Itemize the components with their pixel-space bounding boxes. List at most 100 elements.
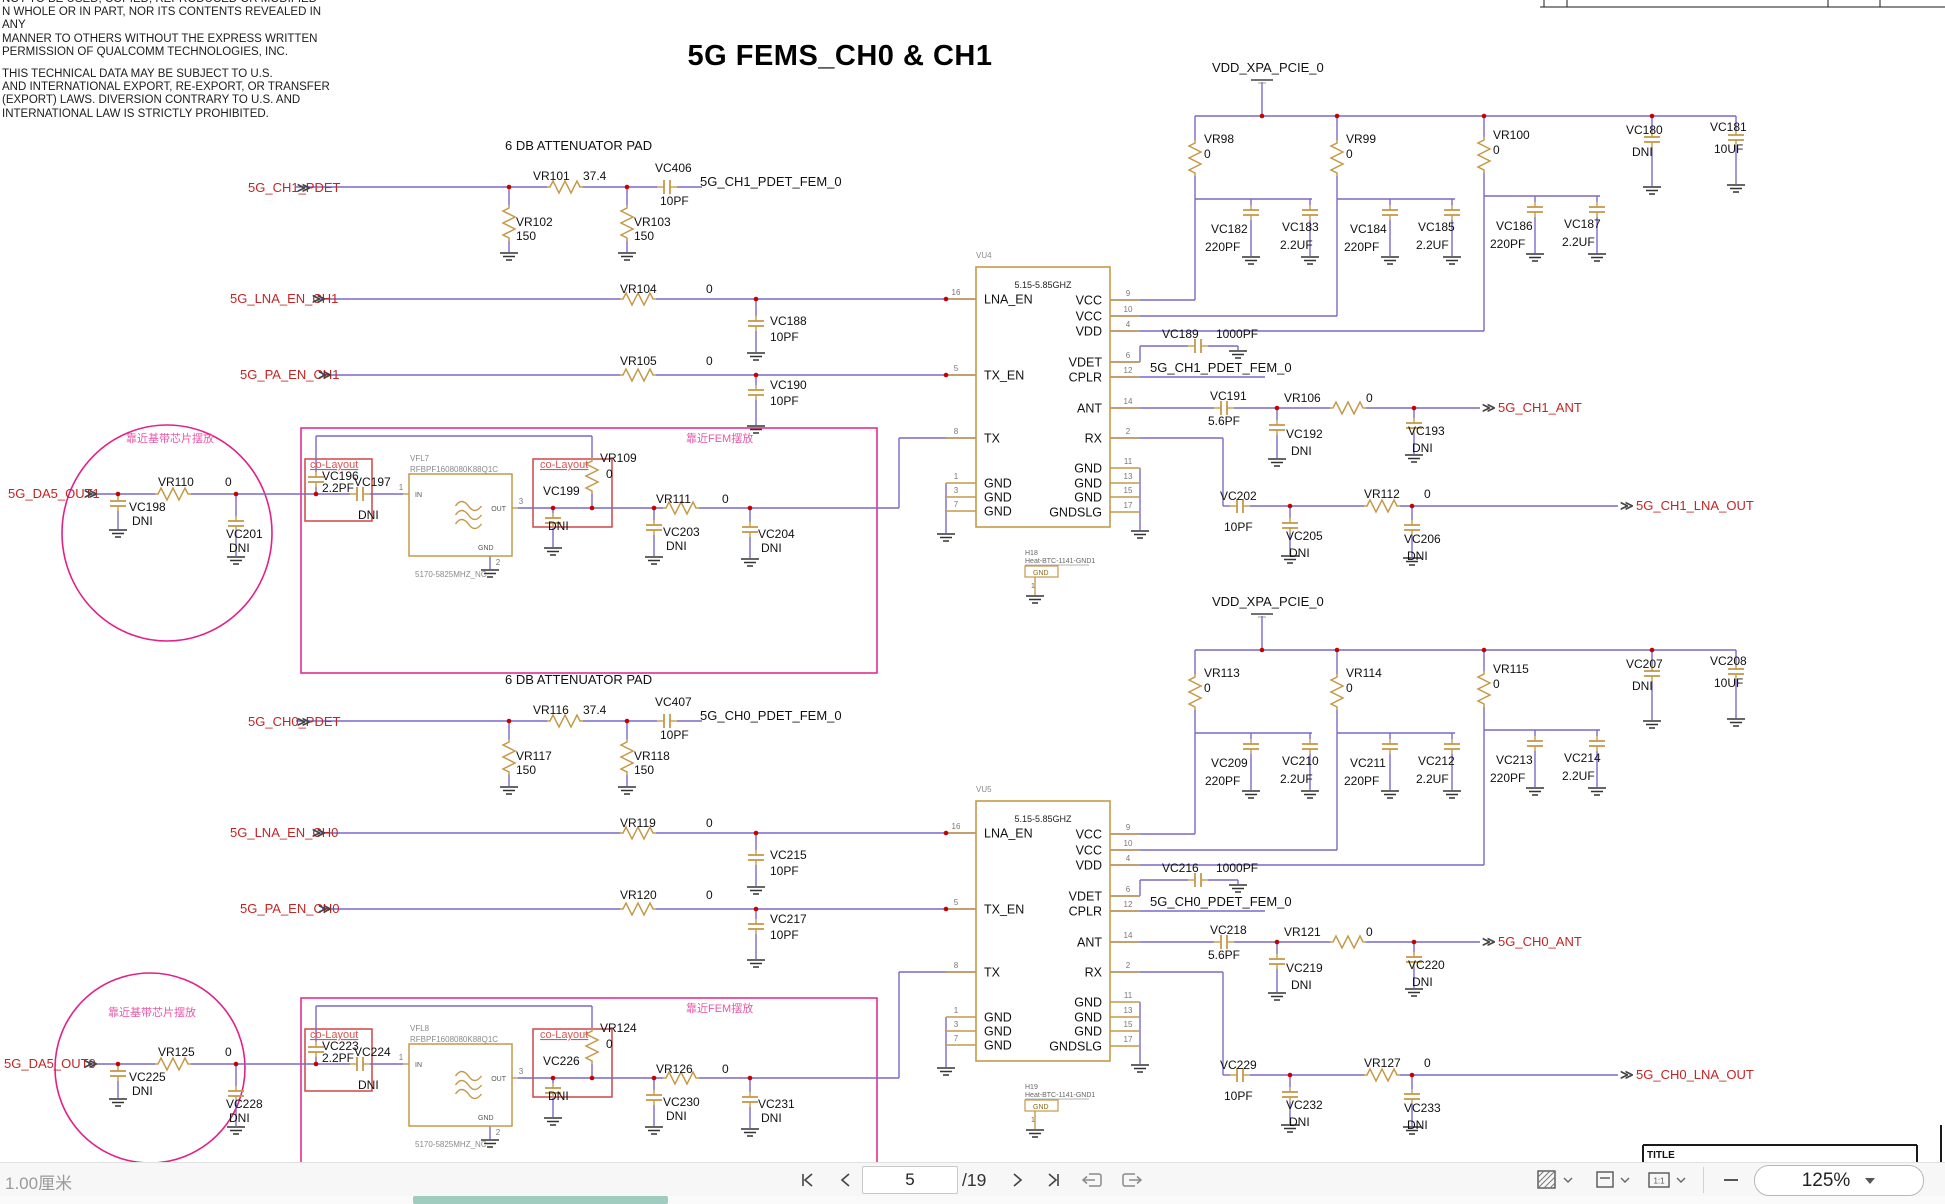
schematic-label: VC191 [1210, 389, 1247, 403]
schematic-label: DNI [1291, 444, 1312, 458]
resistor-VR105 [620, 367, 656, 383]
pin-name: LNA_EN [984, 827, 1033, 841]
junction-dot [313, 1061, 319, 1067]
schematic-label: VC181 [1710, 120, 1747, 134]
schematic-label: 5G_CH0_LNA_OUT [1636, 1067, 1754, 1082]
schematic-label: VR126 [656, 1062, 693, 1076]
horizontal-scrollbar[interactable] [0, 1196, 1945, 1204]
chevron-down-icon [1563, 1177, 1573, 1183]
schematic-label: 5G_CH0_PDET_FEM_0 [700, 708, 842, 723]
schematic-label: 靠近基带芯片摆放 [126, 431, 214, 445]
pin-name: LNA_EN [984, 293, 1033, 307]
pin-name: VDET [1069, 890, 1103, 904]
filter-pin-label: 2 [496, 558, 501, 567]
background-style-button[interactable] [1534, 1168, 1560, 1192]
fit-width-button[interactable] [1592, 1168, 1618, 1192]
filter-pin-label: IN [415, 492, 422, 499]
schematic-label: 37.4 [583, 703, 607, 717]
schematic-label: VFL8 [410, 1024, 430, 1033]
previous-view-button[interactable] [1080, 1168, 1106, 1192]
pin-number: 14 [1124, 931, 1133, 940]
pin-name: GND [1074, 1025, 1102, 1039]
next-view-button[interactable] [1118, 1168, 1144, 1192]
resistor-VR110 [155, 486, 191, 502]
schematic-label: DNI [666, 1109, 687, 1123]
junction-dot [1411, 939, 1417, 945]
zoom-level-control[interactable]: 125% [1754, 1165, 1924, 1196]
legal-line: INTERNATIONAL LAW IS STRICTLY PROHIBITED… [2, 107, 269, 120]
first-page-button[interactable] [796, 1168, 822, 1192]
pin-number: 7 [954, 500, 959, 509]
schematic-label: 150 [634, 763, 654, 777]
junction-dot [589, 505, 595, 511]
junction-dot [1481, 113, 1487, 119]
schematic-label: DNI [1412, 441, 1433, 455]
colayout-box [532, 1028, 613, 1098]
schematic-label: 150 [634, 229, 654, 243]
placement-note-circle [61, 424, 273, 642]
page-number-input[interactable] [862, 1166, 958, 1194]
schematic-label: 0 [1424, 1056, 1431, 1070]
schematic-label: VC183 [1282, 220, 1319, 234]
pin-name: GND [984, 505, 1012, 519]
schematic-label: VC184 [1350, 222, 1387, 236]
resistor-VR127 [1364, 1067, 1400, 1083]
next-view-icon [1122, 1173, 1143, 1187]
scrollbar-thumb[interactable] [413, 1196, 668, 1204]
schematic-label: VC208 [1710, 654, 1747, 668]
resistor-VR118 [619, 739, 635, 775]
schematic-label: VR109 [600, 451, 637, 465]
junction-dot [1411, 405, 1417, 411]
one-to-one-icon: 1:1 [1648, 1172, 1670, 1188]
zoom-out-button[interactable] [1718, 1168, 1744, 1192]
fit-width-dropdown[interactable] [1617, 1168, 1633, 1192]
schematic-label: DNI [761, 541, 782, 555]
schematic-label: VC220 [1408, 958, 1445, 972]
schematic-label: ≫ [312, 825, 326, 840]
pin-number: 1 [954, 1006, 959, 1015]
resistor-VR100 [1476, 137, 1492, 173]
schematic-label: 10PF [770, 864, 799, 878]
schematic-label: 10UF [1714, 142, 1743, 156]
last-page-button[interactable] [1040, 1168, 1066, 1192]
page-total-label: /19 [962, 1170, 987, 1190]
schematic-label: 0 [706, 282, 713, 296]
schematic-label: co-Layout [540, 1029, 588, 1041]
actual-size-button[interactable]: 1:1 [1646, 1168, 1672, 1192]
filter-pin-label: OUT [491, 506, 507, 513]
next-page-button[interactable] [1004, 1168, 1030, 1192]
junction-dot [1649, 647, 1655, 653]
pin-number: 12 [1124, 900, 1133, 909]
background-style-dropdown[interactable] [1560, 1168, 1576, 1192]
schematic-label: VR103 [634, 215, 671, 229]
pin-number: 4 [1126, 854, 1131, 863]
schematic-label: VC185 [1418, 220, 1455, 234]
schematic-label: 靠近FEM摆放 [686, 431, 753, 445]
schematic-label: 1000PF [1216, 327, 1258, 341]
schematic-label: 6 DB ATTENUATOR PAD [505, 672, 652, 687]
schematic-label: VR104 [620, 282, 657, 296]
pin-number: 5 [954, 898, 959, 907]
pin-name: VCC [1076, 844, 1102, 858]
prev-page-button[interactable] [834, 1168, 860, 1192]
pin-name: GND [1074, 1011, 1102, 1025]
schematic-label: VC199 [543, 484, 580, 498]
chevron-down-icon [1676, 1177, 1686, 1183]
ic-frequency-label: 5.15-5.85GHZ [1014, 814, 1072, 824]
schematic-label: 5G_CH1_PDET_FEM_0 [700, 174, 842, 189]
schematic-label: 0 [1346, 681, 1353, 695]
resistor-VR99 [1329, 140, 1345, 176]
resistor-VR115 [1476, 671, 1492, 707]
schematic-label: VR127 [1364, 1056, 1401, 1070]
schematic-label: RFBPF1608080K88Q1C [410, 1035, 498, 1044]
junction-dot [943, 830, 949, 836]
pin-number: 13 [1124, 472, 1133, 481]
filter-pin-label: 3 [519, 497, 524, 506]
ic-frequency-label: 5.15-5.85GHZ [1014, 280, 1072, 290]
junction-dot [747, 505, 753, 511]
resistor-VR109 [584, 458, 600, 494]
actual-size-dropdown[interactable] [1673, 1168, 1689, 1192]
schematic-label: 0 [1346, 147, 1353, 161]
schematic-label: VC182 [1211, 222, 1248, 236]
pin-number: 6 [1126, 351, 1131, 360]
